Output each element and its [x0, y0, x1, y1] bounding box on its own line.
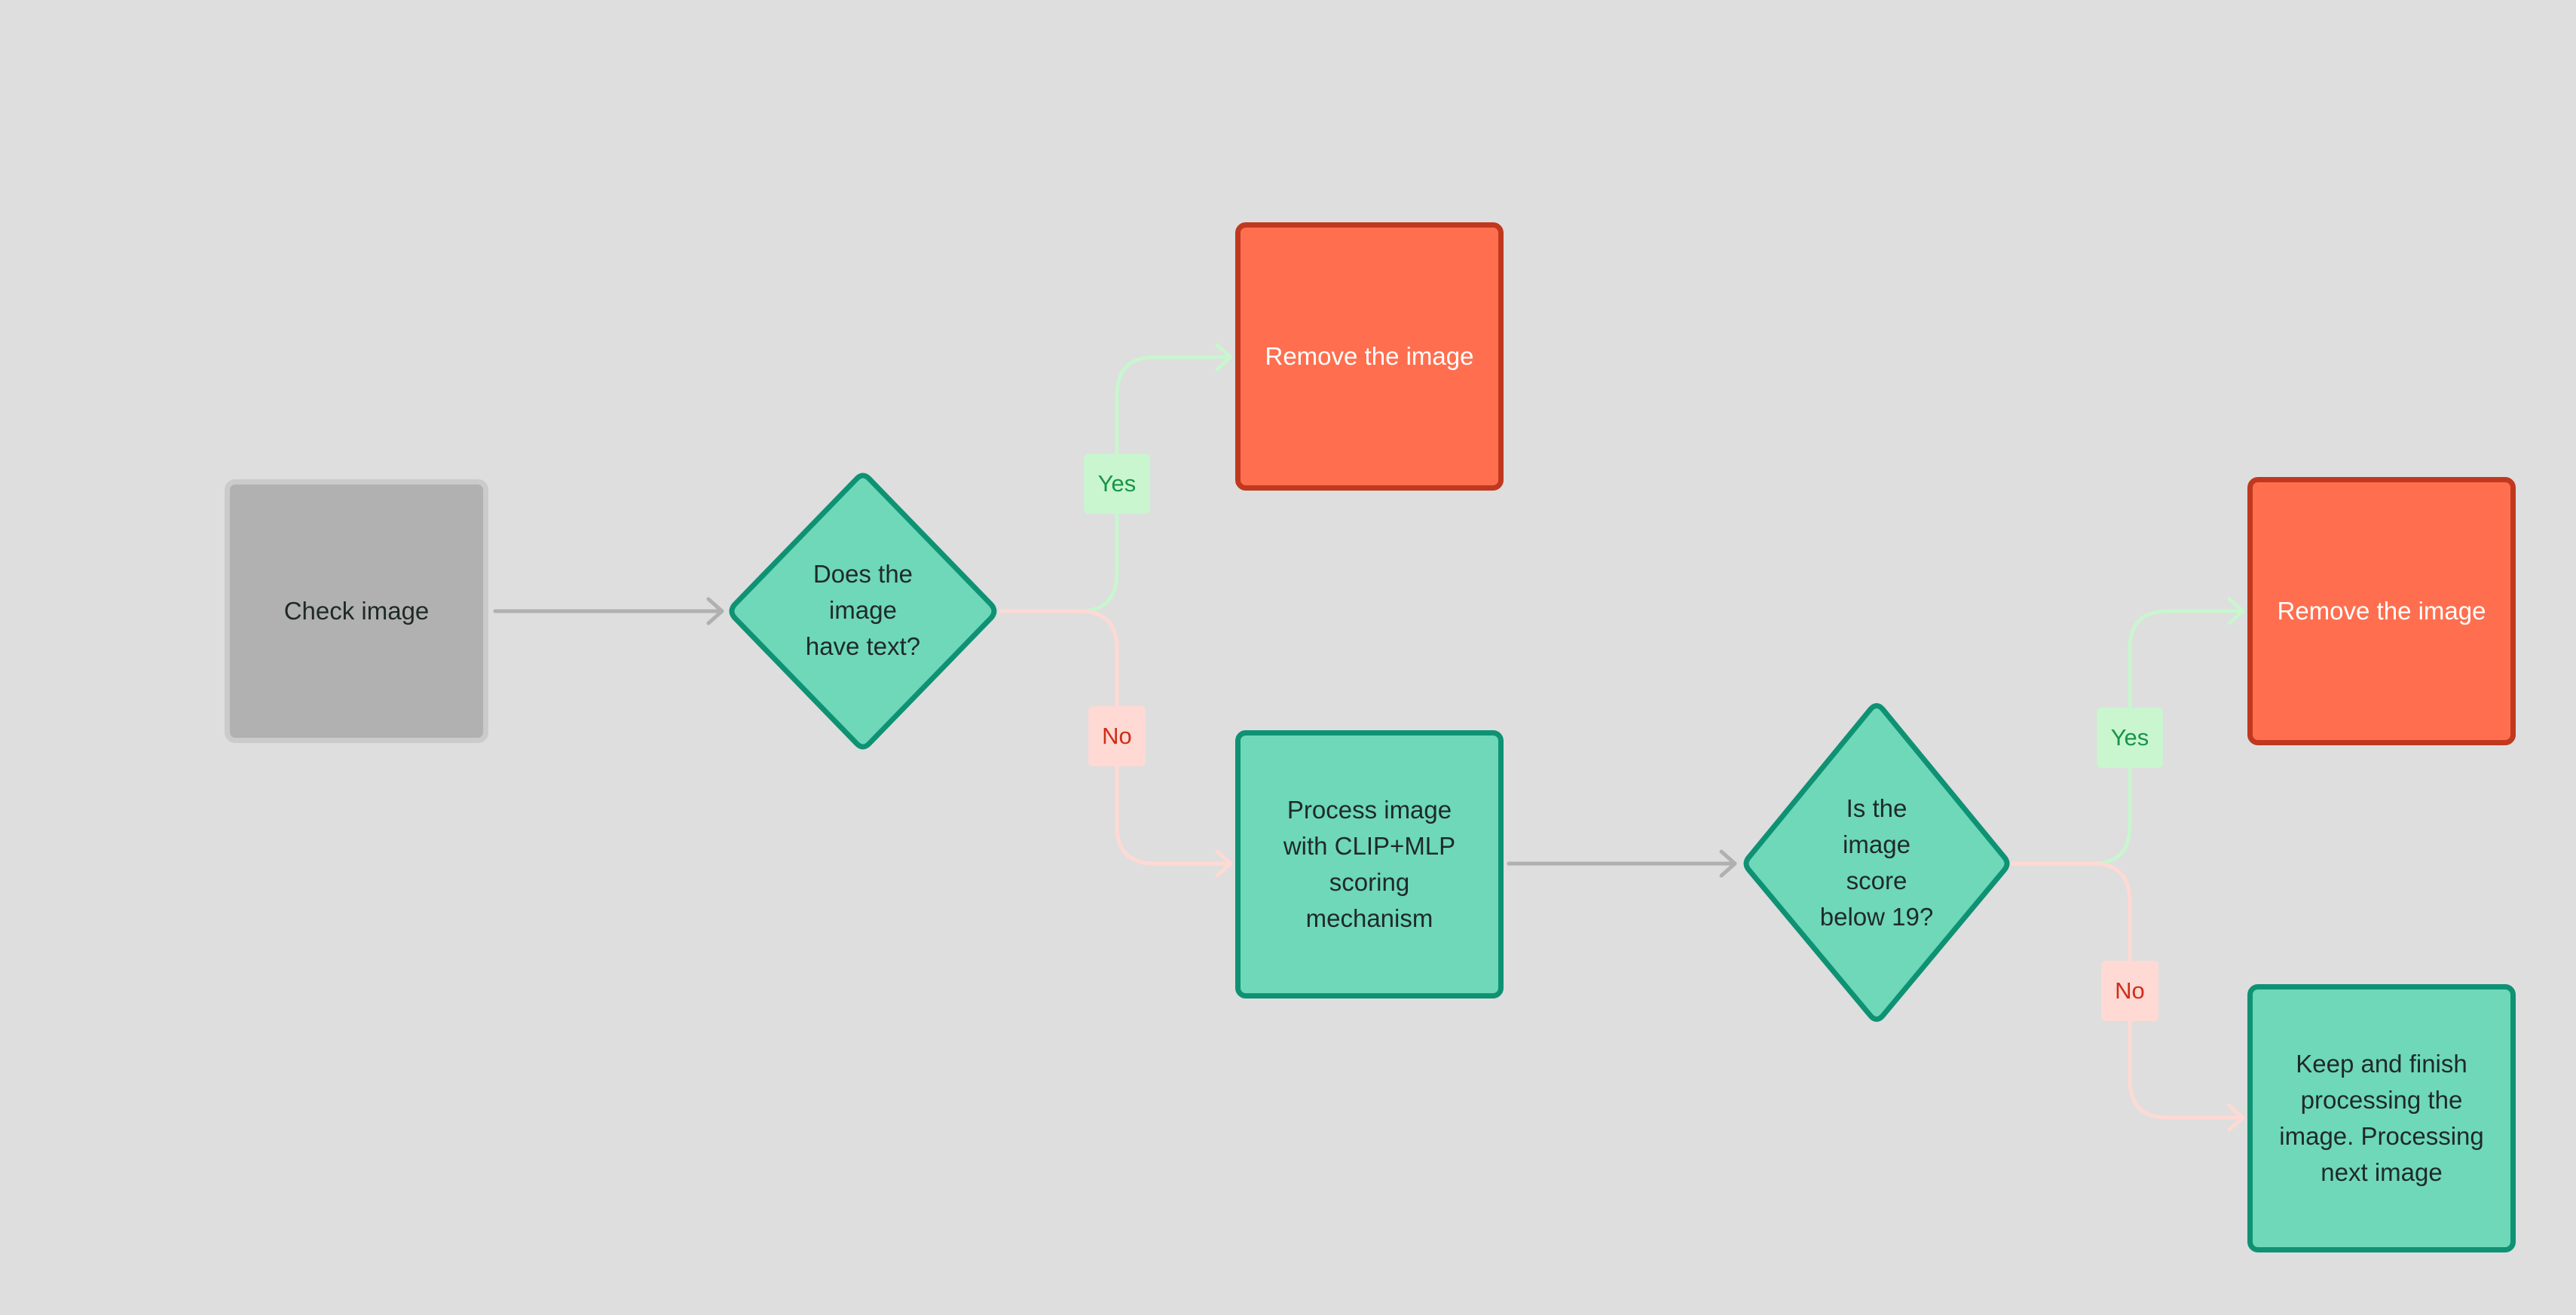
decision-text-label-box: Does the image have text? — [761, 528, 965, 693]
decision-diamond-text[interactable] — [729, 472, 997, 750]
process-image-node[interactable]: Process image with CLIP+MLP scoring mech… — [1235, 730, 1504, 998]
arrowhead-remove-1 — [1215, 343, 1233, 372]
arrowhead-decision-2 — [1719, 849, 1737, 878]
keep-image-label: Keep and finish processing the image. Pr… — [2279, 1050, 2484, 1186]
arrowhead-process — [1215, 849, 1233, 878]
arrowhead-decision-1 — [706, 597, 724, 625]
arrowhead-keep — [2227, 1103, 2245, 1132]
remove-image-label-2: Remove the image — [2277, 597, 2486, 625]
check-image-node[interactable]: Check image — [225, 479, 488, 743]
process-image-label: Process image with CLIP+MLP scoring mech… — [1283, 796, 1456, 932]
check-image-label: Check image — [283, 597, 430, 625]
remove-image-node-2[interactable]: Remove the image — [2247, 477, 2516, 745]
edge-label-yes-2: Yes — [2097, 708, 2163, 768]
arrowhead-remove-2 — [2227, 597, 2245, 625]
decision-text-label: Does the image have text? — [805, 560, 921, 660]
remove-image-node-1[interactable]: Remove the image — [1235, 222, 1504, 491]
decision-diamond-score[interactable] — [1743, 703, 2010, 1022]
decision-score-label: Is the image score below 19? — [1819, 794, 1934, 931]
edge-label-yes-1: Yes — [1084, 454, 1150, 514]
keep-image-node[interactable]: Keep and finish processing the image. Pr… — [2247, 984, 2516, 1252]
edge-label-no-2: No — [2101, 961, 2158, 1021]
decision-score-label-box: Is the image score below 19? — [1779, 742, 1975, 983]
edge-label-no-1: No — [1088, 706, 1146, 766]
remove-image-label-1: Remove the image — [1265, 342, 1474, 370]
